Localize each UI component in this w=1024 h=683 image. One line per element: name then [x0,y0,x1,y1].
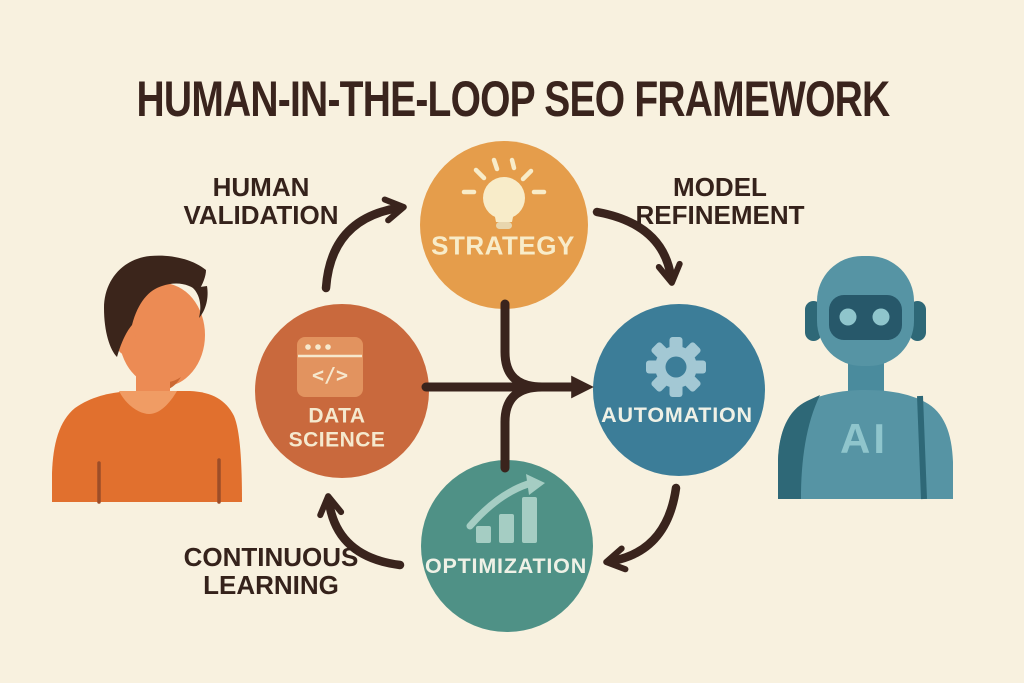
flow-label-continuous-learning: CONTINUOUS LEARNING [183,541,359,600]
connector-layer [317,196,683,573]
robot-body [778,390,953,499]
flow-label-model-refinement: MODEL REFINEMENT [635,171,805,230]
flow-label-human-validation: HUMAN VALIDATION [183,171,339,230]
arrow-model-refinement [592,207,683,286]
merge-branch-from-optimization [500,382,547,473]
robot-eye-right [872,308,890,326]
human-figure [52,255,242,504]
page-title: HUMAN-IN-THE-LOOP SEO FRAMEWORK [136,71,891,127]
robot-eye-left [839,308,857,326]
merge-branch-from-strategy [500,299,547,392]
human-hair-lock [193,286,208,318]
growth-chart-icon [466,474,545,543]
robot-body-seam [917,395,927,500]
node-label-optimization: OPTIMIZATION [424,553,588,578]
node-label-strategy: STRATEGY [431,230,575,261]
human-chest [119,391,177,414]
arrow-continuous-learning [317,493,405,570]
lightbulb-icon [461,157,547,229]
robot-visor [829,295,902,340]
arrow-human-validation [321,196,407,293]
node-optimization-circle [421,460,593,632]
robot-figure [778,256,953,500]
robot-ai-label: AI [840,415,888,462]
code-window-icon: </> [297,337,363,397]
arrow-automation-to-optimization [603,483,681,573]
gear-icon [646,337,706,397]
human-face [119,283,205,387]
robot-body-shadow [778,395,820,499]
human-hair [104,255,206,357]
node-label-data-science: DATA SCIENCE [288,404,386,451]
code-glyph: </> [312,363,348,387]
node-label-automation: AUTOMATION [601,402,753,427]
